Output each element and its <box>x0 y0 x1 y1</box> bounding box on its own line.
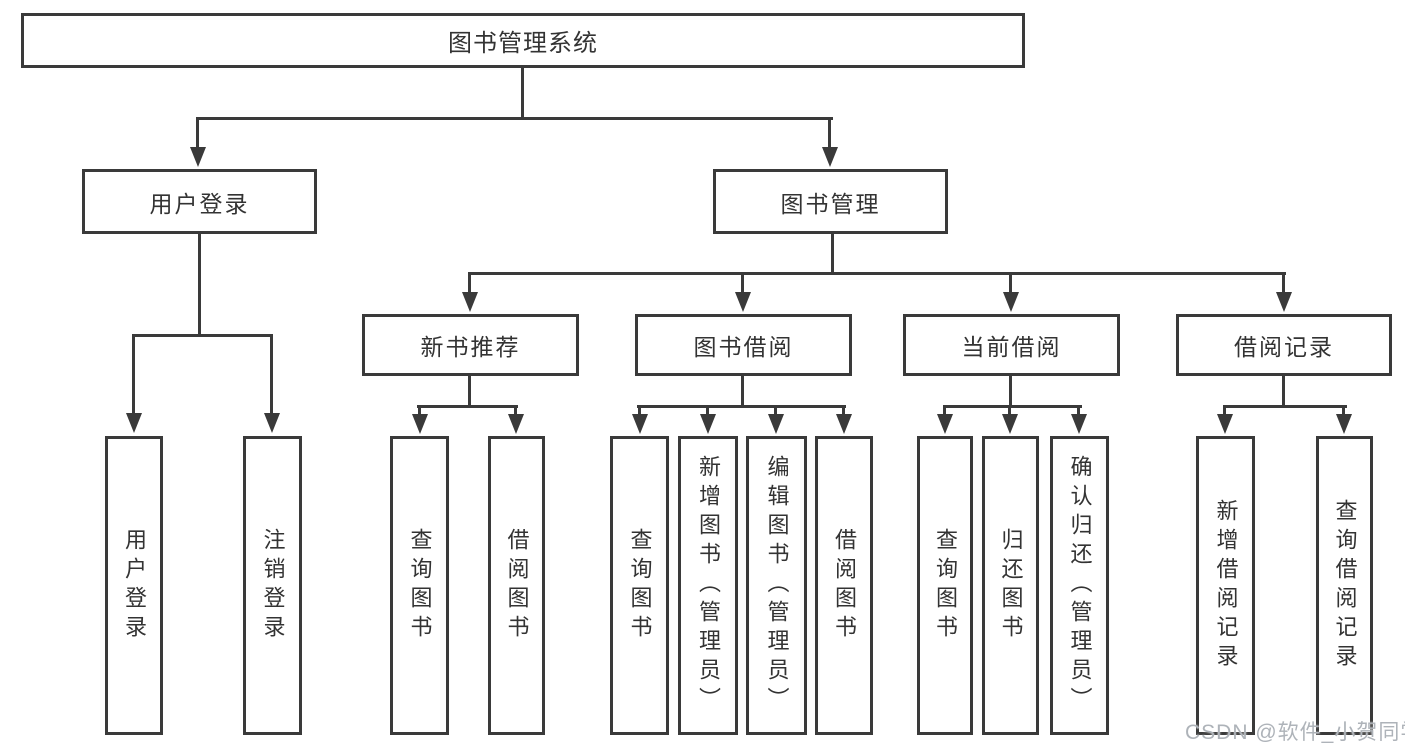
connector-line <box>741 272 744 293</box>
node-book-borrow: 图书借阅 <box>635 314 852 376</box>
connector-line <box>1008 405 1011 416</box>
node-search-books-leaf: 查询图书 <box>390 436 449 735</box>
connector-arrowhead <box>126 413 142 433</box>
connector-line <box>741 376 744 408</box>
connector-line <box>1223 405 1226 416</box>
connector-line <box>831 234 834 275</box>
connector-arrowhead <box>735 292 751 312</box>
connector-arrowhead <box>412 414 428 434</box>
connector-arrowhead <box>937 414 953 434</box>
node-user-login: 用户登录 <box>82 169 317 234</box>
node-book-management: 图书管理 <box>713 169 948 234</box>
connector-line <box>637 405 846 408</box>
node-borrow-records: 借阅记录 <box>1176 314 1392 376</box>
connector-line <box>197 117 833 120</box>
connector-line <box>468 272 471 293</box>
connector-arrowhead <box>768 414 784 434</box>
connector-line <box>828 117 831 149</box>
connector-line <box>417 405 518 408</box>
node-edit-books-admin-leaf: 编辑图书（管理员） <box>746 436 807 735</box>
node-label: 图书借阅 <box>693 334 794 360</box>
node-label: 注销登录 <box>260 527 286 644</box>
csdn-watermark: CSDN @软件_小贺同学 <box>1185 721 1405 744</box>
connector-line <box>1009 376 1012 408</box>
node-label: 查询图书 <box>627 527 653 644</box>
connector-line <box>1077 405 1080 416</box>
connector-line <box>468 272 1286 275</box>
connector-line <box>468 376 471 408</box>
node-label: 借阅记录 <box>1234 334 1334 360</box>
node-label: 借阅图书 <box>832 527 857 644</box>
node-logout-leaf: 注销登录 <box>243 436 302 735</box>
node-label: 确认归还（管理员） <box>1067 455 1093 716</box>
connector-line <box>943 405 946 416</box>
node-label: 查询借阅记录 <box>1332 498 1358 673</box>
node-user-login-leaf: 用户登录 <box>105 436 163 735</box>
connector-arrowhead <box>836 414 852 434</box>
connector-line <box>842 405 845 416</box>
node-label: 查询图书 <box>933 527 958 644</box>
node-label: 借阅图书 <box>504 527 530 644</box>
node-label: 用户登录 <box>149 190 250 217</box>
node-label: 新增图书（管理员） <box>696 455 721 716</box>
node-label: 图书管理系统 <box>448 30 598 57</box>
node-label: 新书推荐 <box>420 334 521 360</box>
connector-arrowhead <box>700 414 716 434</box>
node-borrow-books-leaf: 借阅图书 <box>488 436 545 735</box>
connector-line <box>198 234 201 337</box>
node-label: 图书管理 <box>780 190 881 217</box>
connector-arrowhead <box>632 414 648 434</box>
node-label: 查询图书 <box>407 527 433 644</box>
connector-line <box>1223 405 1347 408</box>
connector-arrowhead <box>190 147 206 167</box>
connector-line <box>514 405 517 416</box>
connector-line <box>418 405 421 416</box>
connector-line <box>1009 272 1012 293</box>
node-search-borrow-record-leaf: 查询借阅记录 <box>1316 436 1373 735</box>
node-confirm-return-admin-leaf: 确认归还（管理员） <box>1050 436 1109 735</box>
connector-arrowhead <box>1003 292 1019 312</box>
node-current-borrow: 当前借阅 <box>903 314 1120 376</box>
node-borrow-books-leaf: 借阅图书 <box>815 436 873 735</box>
connector-line <box>196 117 199 149</box>
connector-line <box>1342 405 1345 416</box>
connector-line <box>774 405 777 416</box>
node-label: 归还图书 <box>998 527 1024 644</box>
connector-line <box>638 405 641 416</box>
node-add-borrow-record-leaf: 新增借阅记录 <box>1196 436 1255 735</box>
node-label: 编辑图书（管理员） <box>764 455 790 716</box>
connector-arrowhead <box>1336 414 1352 434</box>
node-search-books-leaf: 查询图书 <box>610 436 669 735</box>
connector-arrowhead <box>1217 414 1233 434</box>
node-return-books-leaf: 归还图书 <box>982 436 1039 735</box>
connector-arrowhead <box>264 413 280 433</box>
connector-line <box>521 68 524 120</box>
connector-line <box>1282 376 1285 408</box>
node-search-books-leaf: 查询图书 <box>917 436 973 735</box>
connector-line <box>133 334 273 337</box>
connector-arrowhead <box>462 292 478 312</box>
connector-arrowhead <box>822 147 838 167</box>
node-new-book-recommend: 新书推荐 <box>362 314 579 376</box>
connector-line <box>706 405 709 416</box>
node-label: 当前借阅 <box>961 334 1062 360</box>
node-library-system: 图书管理系统 <box>21 13 1025 68</box>
connector-arrowhead <box>508 414 524 434</box>
connector-line <box>270 334 273 414</box>
connector-line <box>132 334 135 414</box>
node-label: 用户登录 <box>122 527 147 644</box>
connector-arrowhead <box>1071 414 1087 434</box>
node-label: 新增借阅记录 <box>1213 498 1239 673</box>
connector-line <box>1282 272 1285 293</box>
connector-line <box>943 405 1082 408</box>
connector-arrowhead <box>1002 414 1018 434</box>
connector-arrowhead <box>1276 292 1292 312</box>
node-add-books-admin-leaf: 新增图书（管理员） <box>678 436 738 735</box>
